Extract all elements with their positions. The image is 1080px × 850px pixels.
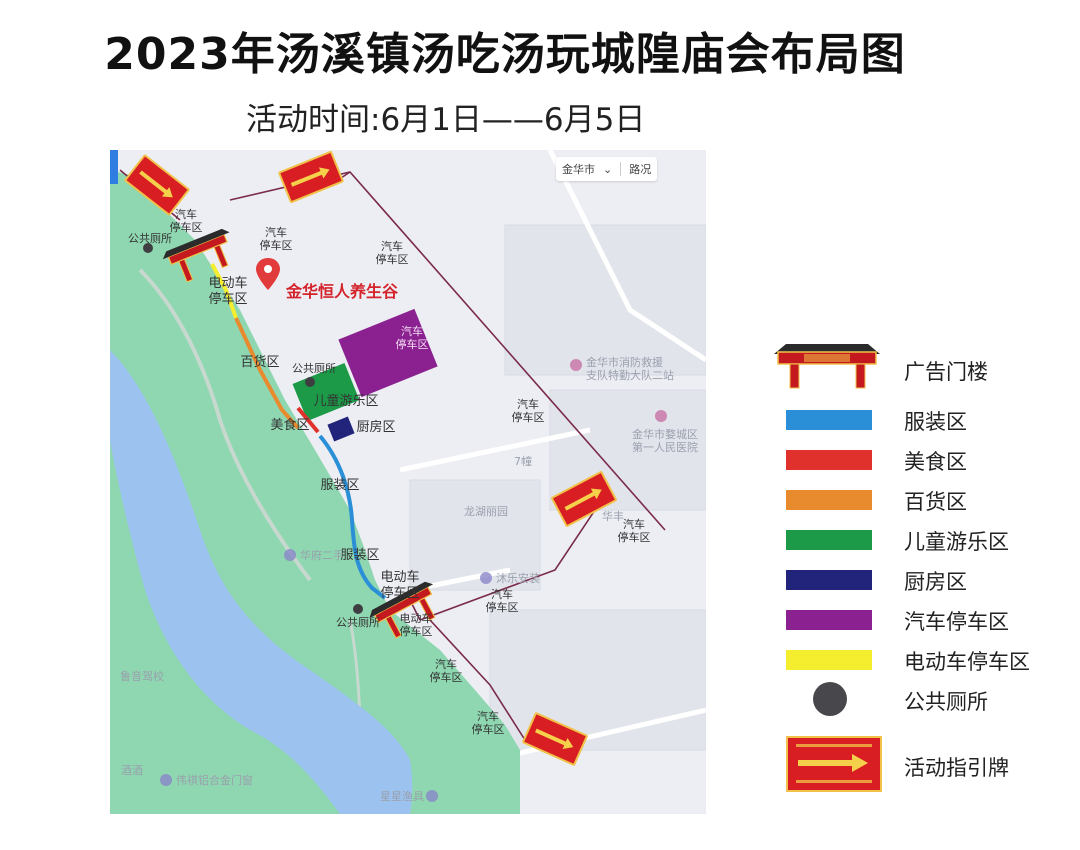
- car-park-label: 汽车 停车区: [395, 325, 429, 351]
- map-poi-label: 星星渔具: [380, 790, 424, 803]
- legend-guide-sign: 活动指引牌: [786, 736, 1076, 796]
- toilet-label: 公共厕所: [128, 232, 172, 245]
- map-poi-label: 沐乐安装: [496, 572, 540, 585]
- car-park-label: 汽车 停车区: [429, 658, 463, 684]
- toilet-label: 公共厕所: [292, 362, 336, 375]
- map-poi-label: 7幢: [514, 455, 532, 468]
- legend-clothing: 服装区: [786, 402, 1076, 438]
- food-route: [296, 406, 320, 434]
- car-park-label: 汽车 停车区: [471, 710, 505, 736]
- map-poi-label: 鲁音驾校: [120, 670, 164, 683]
- chevron-down-icon[interactable]: ⌄: [603, 162, 613, 176]
- clothing-route: [318, 434, 387, 600]
- legend-ebike-park: 电动车停车区: [786, 642, 1076, 678]
- gate-icon: [162, 228, 230, 283]
- clothing-label: 服装区: [340, 548, 380, 563]
- car-park-label: 汽车 停车区: [617, 518, 651, 544]
- general-store-label: 百货区: [240, 355, 280, 370]
- river: [110, 350, 413, 814]
- toolbar-divider: [620, 162, 622, 176]
- venue-map[interactable]: 金华市 ⌄ 路况 金华恒人养生谷 汽车 停车区 汽车 停车区 汽车 停车区 汽车…: [110, 150, 706, 814]
- food-zone-label: 美食区: [270, 418, 310, 433]
- map-side-tab[interactable]: [110, 150, 118, 184]
- kitchen-zone: [327, 416, 355, 442]
- toilet-dot: [353, 604, 363, 614]
- guide-sign-icon: [786, 736, 882, 792]
- clothing-label: 服装区: [320, 478, 360, 493]
- map-poi-label: 华府二手: [300, 549, 344, 562]
- legend-gate: 广告门楼: [774, 340, 1076, 390]
- car-park-label: 汽车 停车区: [259, 226, 293, 252]
- toilet-dot: [305, 377, 315, 387]
- map-poi-label: 酒酒: [121, 764, 143, 777]
- legend-toilet: 公共厕所: [786, 682, 1076, 718]
- page-title: 2023年汤溪镇汤吃汤玩城隍庙会布局图: [104, 29, 906, 80]
- toilet-dot: [143, 243, 153, 253]
- kids-zone-label: 儿童游乐区: [313, 394, 379, 409]
- car-park-label: 汽车 停车区: [375, 240, 409, 266]
- map-poi-label: 金华市消防救援 支队特勤大队二站: [586, 356, 674, 382]
- city-selector[interactable]: 金华市: [562, 163, 595, 176]
- map-poi-label: 金华市婺城区 第一人民医院: [632, 428, 698, 454]
- toilet-label: 公共厕所: [336, 616, 380, 629]
- gate-icon: [369, 581, 436, 639]
- car-park-label: 汽车 停车区: [485, 588, 519, 614]
- general-route: [234, 317, 300, 430]
- kitchen-label: 厨房区: [356, 420, 396, 435]
- map-poi-label: 华丰: [602, 510, 624, 523]
- traffic-toggle[interactable]: 路况: [629, 163, 652, 176]
- map-toolbar[interactable]: 金华市 ⌄ 路况: [556, 157, 658, 181]
- toilet-icon: [813, 682, 847, 716]
- location-pin-icon: [256, 258, 280, 290]
- map-poi-label: 伟祺铝合金门窗: [176, 774, 253, 787]
- ebike-route: [210, 263, 238, 319]
- gate-icon: [774, 344, 880, 389]
- map-canvas: [110, 150, 706, 814]
- legend-food: 美食区: [786, 442, 1076, 478]
- legend-car-park: 汽车停车区: [786, 602, 1076, 638]
- ebike-park-label: 电动车 停车区: [208, 276, 248, 307]
- ebike-park-label: 电动车 停车区: [380, 570, 420, 601]
- legend-kitchen: 厨房区: [786, 562, 1076, 598]
- legend-general-store: 百货区: [786, 482, 1076, 518]
- map-poi-label: 龙湖丽园: [464, 505, 508, 518]
- car-park-label: 汽车 停车区: [169, 208, 203, 234]
- poi-name: 金华恒人养生谷: [286, 282, 399, 301]
- legend-kids-zone: 儿童游乐区: [786, 522, 1076, 558]
- event-time: 活动时间:6月1日——6月5日: [246, 102, 646, 138]
- ebike-park-label: 电动车 停车区: [399, 612, 433, 638]
- car-park-zone: [338, 308, 438, 398]
- car-park-label: 汽车 停车区: [511, 398, 545, 424]
